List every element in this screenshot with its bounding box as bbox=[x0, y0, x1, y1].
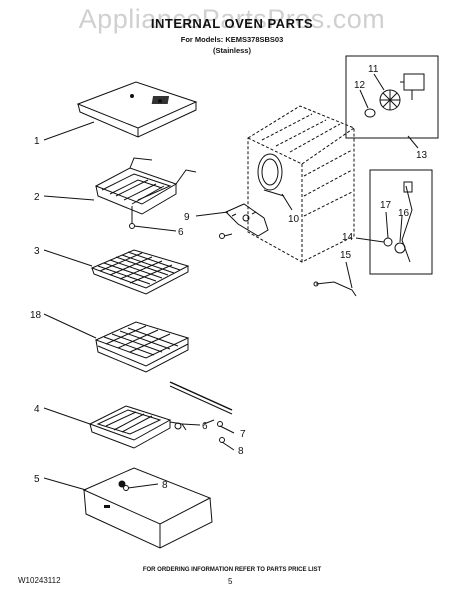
callout-14: 14 bbox=[342, 232, 354, 243]
callout-6-upper: 6 bbox=[178, 227, 184, 238]
part-bake-element bbox=[88, 381, 233, 449]
callout-16: 16 bbox=[398, 208, 410, 219]
part-oven-rack bbox=[90, 249, 190, 295]
variant-label: (Stainless) bbox=[213, 46, 251, 55]
callout-5: 5 bbox=[34, 474, 40, 485]
callout-8-bottom: 8 bbox=[162, 480, 168, 491]
callout-15: 15 bbox=[340, 250, 352, 261]
watermark: AppliancePartsPros.com bbox=[78, 4, 386, 34]
part-convection-fan-inset bbox=[345, 55, 439, 139]
part-broil-element bbox=[94, 157, 197, 229]
callout-1: 1 bbox=[34, 136, 40, 147]
callout-6-lower: 6 bbox=[202, 421, 208, 432]
page-number: 5 bbox=[228, 577, 233, 586]
callout-13: 13 bbox=[416, 150, 428, 161]
part-sliding-rack bbox=[94, 321, 190, 373]
part-oven-cavity bbox=[247, 105, 355, 263]
callout-3: 3 bbox=[34, 246, 40, 257]
model-subtitle: For Models: KEMS378SBS03 bbox=[180, 35, 284, 44]
callout-10: 10 bbox=[288, 214, 300, 225]
ordering-note: FOR ORDERING INFORMATION REFER TO PARTS … bbox=[142, 567, 322, 573]
part-bottom-panel bbox=[82, 467, 213, 549]
callout-labels: 1 2 3 18 4 5 6 6 7 8 8 9 10 11 12 13 14 … bbox=[30, 64, 428, 491]
part-top-panel bbox=[76, 81, 198, 138]
part-bracket bbox=[225, 203, 269, 237]
callout-7: 7 bbox=[240, 429, 246, 440]
callout-2: 2 bbox=[34, 192, 40, 203]
part-screws bbox=[123, 233, 233, 491]
callout-18: 18 bbox=[30, 310, 42, 321]
callout-4: 4 bbox=[34, 404, 40, 415]
part-convection-baffle bbox=[257, 153, 285, 197]
leader-lines bbox=[43, 73, 419, 491]
part-thermal-sensor-assembly bbox=[313, 169, 433, 297]
callout-12: 12 bbox=[354, 80, 366, 91]
document-number: W10243112 bbox=[18, 576, 61, 585]
callout-11: 11 bbox=[368, 64, 379, 75]
callout-17: 17 bbox=[380, 200, 392, 211]
callout-8-right: 8 bbox=[238, 446, 244, 457]
page-title: INTERNAL OVEN PARTS bbox=[150, 16, 314, 31]
callout-9: 9 bbox=[184, 212, 190, 223]
